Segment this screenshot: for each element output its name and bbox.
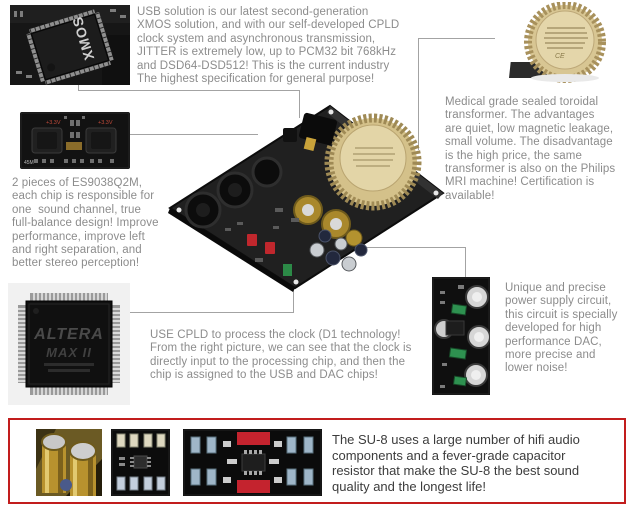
callout-line-cpld-v <box>293 270 294 313</box>
board-capacitor-cluster <box>309 229 368 272</box>
cpld-pins-top <box>30 293 108 301</box>
board-transformer <box>324 113 422 211</box>
dac-chip-right <box>85 127 117 154</box>
red-block-top <box>237 432 270 445</box>
mainboard-photo <box>155 98 450 293</box>
xmos-chip-body: XMOS <box>26 9 114 85</box>
callout-line-xmos-v2 <box>299 90 300 118</box>
blue-smd-left <box>190 436 217 486</box>
gold-cap-left <box>41 433 67 493</box>
gold-cap-right <box>69 441 97 496</box>
soic-chip <box>241 450 266 475</box>
power-circuit-photo <box>432 277 490 395</box>
xmos-chip-photo: XMOS <box>10 5 130 85</box>
blue-cap-small <box>60 479 72 491</box>
footer-capacitor-array-photo <box>183 429 322 496</box>
power-regulators <box>448 303 468 387</box>
callout-line-dac <box>130 134 258 135</box>
power-capacitors <box>434 285 490 387</box>
red-block-bottom <box>237 480 270 493</box>
footer-summary-text: The SU-8 uses a large number of hifi aud… <box>332 432 580 494</box>
smd-row-top <box>116 433 166 448</box>
es9038-dac-photo: +3.3V +3.3V 45M <box>20 112 130 169</box>
board-red-jumpers <box>247 234 275 254</box>
annotation-usb-text: USB solution is our latest second-genera… <box>137 6 400 86</box>
annotation-transformer-text: Medical grade sealed toroidal transforme… <box>445 96 616 202</box>
dac-left-voltage-label: +3.3V <box>46 120 61 126</box>
callout-line-transformer-v <box>418 38 419 150</box>
callout-line-power-h <box>340 247 466 248</box>
smd-center-chip <box>133 455 148 469</box>
annotation-power-text: Unique and precise power supply circuit,… <box>505 282 618 375</box>
altera-series-text: MAX II <box>46 345 92 360</box>
board-xlr-connectors <box>184 156 283 229</box>
board-green-part <box>283 264 292 276</box>
altera-brand-text: ALTERA <box>33 326 104 343</box>
callout-line-cpld-h <box>130 312 293 313</box>
annotation-cpld-text: USE CPLD to process the clock (D1 techno… <box>150 329 412 382</box>
annotation-dac-text: 2 pieces of ES9038Q2M, each chip is resp… <box>12 177 159 270</box>
transformer-ce-mark: CE <box>555 53 565 60</box>
callout-line-xmos-v1 <box>78 85 79 91</box>
dac-corner-mark: 45M <box>24 160 34 166</box>
power-ic <box>445 320 465 336</box>
board-gold-capacitors <box>293 195 363 247</box>
board-io-block <box>283 112 338 152</box>
blue-smd-right <box>286 436 314 486</box>
footer-gold-capacitors-photo <box>36 429 102 496</box>
footer-smd-board-photo <box>111 429 170 496</box>
transformer-photo: CE <box>495 2 637 86</box>
callout-line-transformer-h <box>418 38 495 39</box>
altera-cpld-photo: ALTERA MAX II <box>8 283 130 405</box>
callout-line-power-v <box>465 247 466 278</box>
dac-chip-left <box>31 127 63 154</box>
callout-line-xmos-h <box>78 90 300 91</box>
footer-highlight-box: The SU-8 uses a large number of hifi aud… <box>8 418 626 504</box>
dac-right-voltage-label: +3.3V <box>98 120 113 126</box>
smd-row-bottom <box>116 476 166 491</box>
